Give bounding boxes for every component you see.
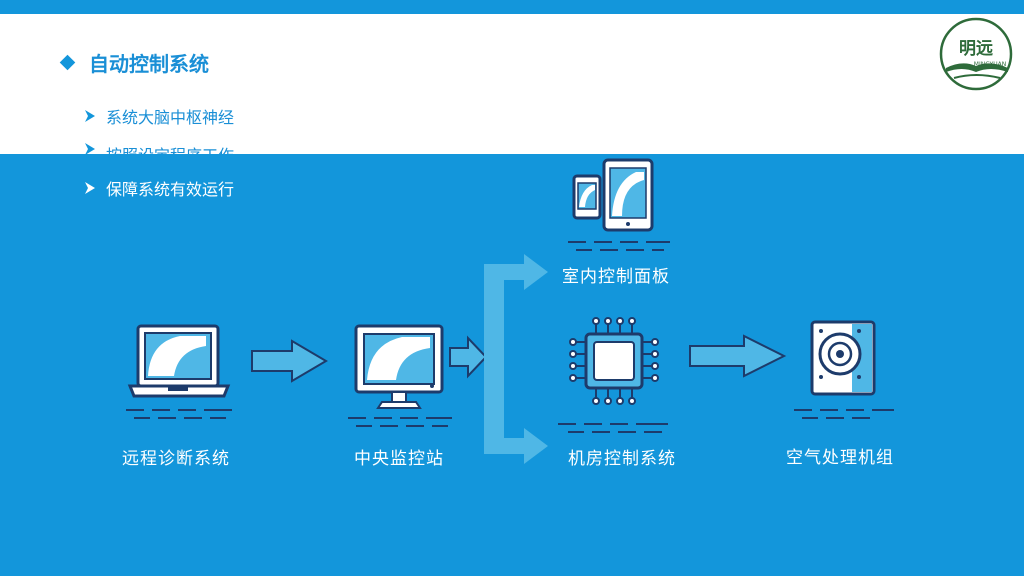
top-strip	[0, 0, 1024, 14]
branch-arrow-icon	[484, 254, 548, 464]
bullet-item: 保障系统有效运行	[84, 176, 234, 200]
bullet-text: 系统大脑中枢神经	[106, 108, 235, 127]
tablet-phone-icon	[568, 158, 670, 251]
mingyuan-logo: 明远 MINGYUAN	[939, 17, 1013, 91]
bullet-text: 保障系统有效运行	[106, 180, 235, 199]
page-title-text: 自动控制系统	[89, 52, 209, 76]
air-handling-unit-icon	[794, 320, 894, 419]
chip-icon	[558, 317, 668, 433]
laptop-icon	[126, 324, 232, 419]
arrow-bullet-icon	[85, 110, 95, 122]
arrow-bullet-icon	[85, 182, 95, 194]
flow-arrow-icon	[251, 339, 328, 383]
monitor-icon	[348, 324, 452, 427]
central-station-label: 中央监控站	[354, 449, 444, 469]
diamond-bullet-icon	[59, 54, 76, 71]
page-title: 自动控制系统	[59, 48, 209, 77]
bullet-item: 按照设定程序工作	[84, 142, 234, 154]
logo-subtext: MINGYUAN	[974, 61, 1006, 68]
indoor-panel-label: 室内控制面板	[562, 267, 670, 287]
flow-arrow-icon	[689, 334, 787, 378]
bullet-item: 系统大脑中枢神经	[84, 104, 234, 128]
bullet-text: 按照设定程序工作	[106, 142, 234, 154]
machine-room-label: 机房控制系统	[568, 449, 676, 469]
remote-diagnosis-label: 远程诊断系统	[122, 449, 230, 469]
logo-text: 明远	[959, 39, 993, 59]
air-handling-unit-label: 空气处理机组	[786, 448, 894, 468]
arrow-bullet-icon	[85, 143, 95, 154]
flow-arrow-icon	[449, 335, 488, 379]
header-panel	[0, 14, 1024, 154]
